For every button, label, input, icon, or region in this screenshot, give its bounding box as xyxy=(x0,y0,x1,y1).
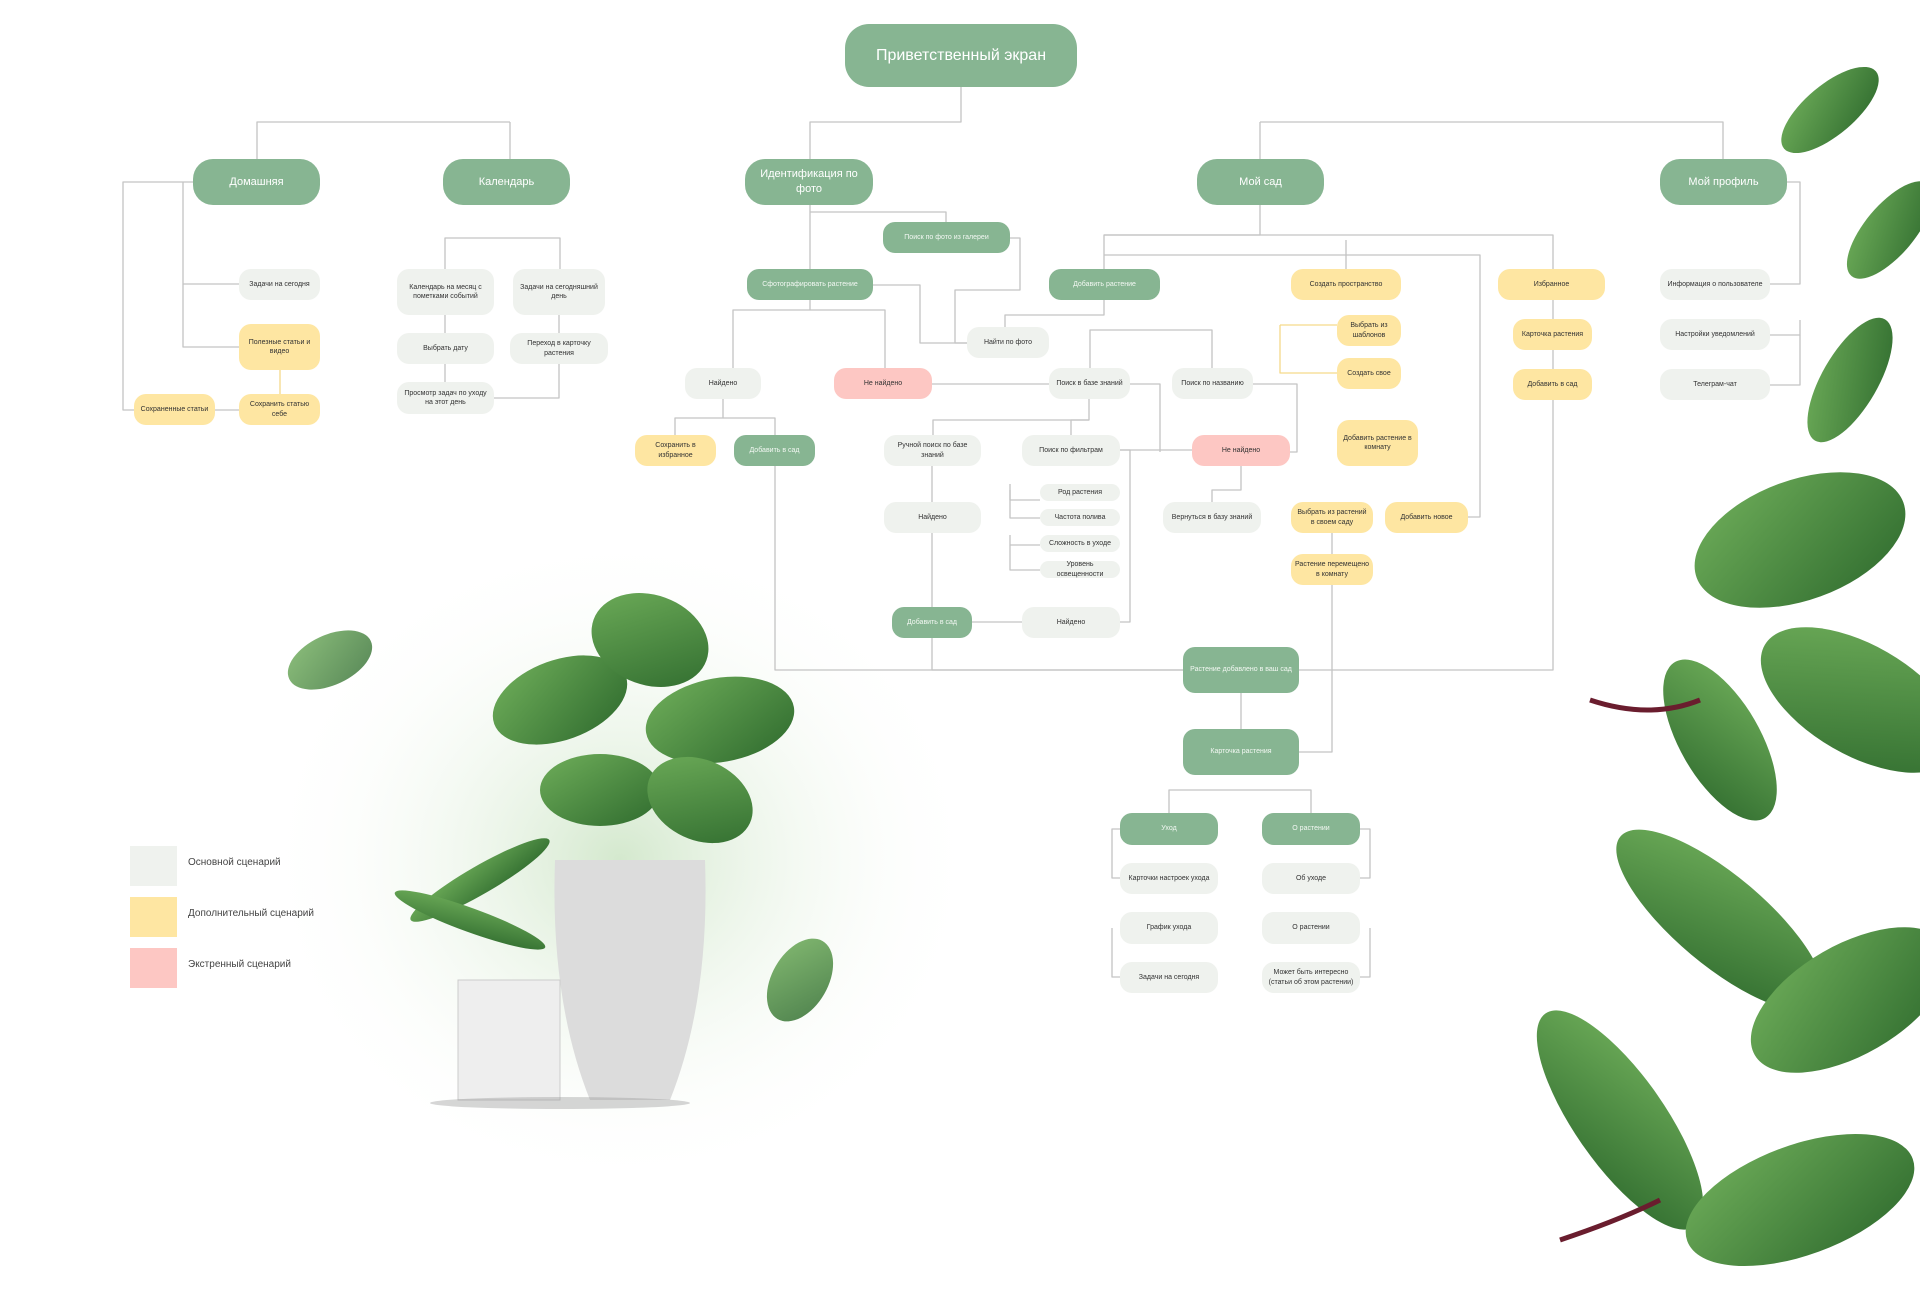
flow-node-care: Уход xyxy=(1120,813,1218,845)
flow-node-care-tasks: Задачи на сегодня xyxy=(1120,962,1218,993)
flow-node-id-gallery: Поиск по фото из галереи xyxy=(883,222,1010,253)
flow-node-cal-view: Просмотр задач по уходу на этот день xyxy=(397,382,494,414)
legend-label-emergency: Экстренный сценарий xyxy=(188,959,291,970)
flow-node-cal-goto: Переход в карточку растения xyxy=(510,333,608,364)
flow-node-about-more: Может быть интересно (статьи об этом рас… xyxy=(1262,962,1360,993)
flow-node-cal-today: Задачи на сегодняшний день xyxy=(513,269,605,315)
flow-node-g-found2: Найдено xyxy=(1022,607,1120,638)
flow-node-g-moved: Растение перемещено в комнату xyxy=(1291,554,1373,585)
ficus-branch-illustration xyxy=(1536,66,1920,1266)
legend-label-main: Основной сценарий xyxy=(188,857,281,868)
flow-node-id-fav: Сохранить в избранное xyxy=(635,435,716,466)
flow-node-id-photo: Сфотографировать растение xyxy=(747,269,873,300)
flow-node-g-favcard: Карточка растения xyxy=(1513,319,1592,350)
flow-node-g-f2: Частота полива xyxy=(1040,509,1120,526)
flow-node-home-tasks: Задачи на сегодня xyxy=(239,269,320,300)
flow-node-g-addgarden: Добавить в сад xyxy=(892,607,972,638)
flow-node-care-sched: График ухода xyxy=(1120,912,1218,944)
section-calendar: Календарь xyxy=(443,159,570,205)
flow-node-g-new: Добавить новое xyxy=(1385,502,1468,533)
flow-node-g-notfound: Не найдено xyxy=(1192,435,1290,466)
flow-node-home-articles: Полезные статьи и видео xyxy=(239,324,320,370)
flow-node-g-add: Добавить растение xyxy=(1049,269,1160,300)
flow-node-g-found1: Найдено xyxy=(884,502,981,533)
flow-node-g-favadd: Добавить в сад xyxy=(1513,369,1592,400)
flow-node-cal-month: Календарь на месяц с пометками событий xyxy=(397,269,494,315)
flow-node-id-add: Добавить в сад xyxy=(734,435,815,466)
flow-node-g-room: Добавить растение в комнату xyxy=(1337,420,1418,466)
flow-node-p-notif: Настройки уведомлений xyxy=(1660,319,1770,350)
flow-node-g-space: Создать пространство xyxy=(1291,269,1401,300)
flow-node-g-byname: Поиск по названию xyxy=(1172,368,1253,399)
flow-node-g-tpl: Выбрать из шаблонов xyxy=(1337,315,1401,346)
flow-node-added: Растение добавлено в ваш сад xyxy=(1183,647,1299,693)
flow-node-about-plant: О растении xyxy=(1262,912,1360,944)
flow-node-g-kb: Поиск в базе знаний xyxy=(1049,368,1130,399)
flow-node-id-notfound: Не найдено xyxy=(834,368,932,399)
flow-node-home-saved: Сохраненные статьи xyxy=(134,394,215,425)
section-identify: Идентификация по фото xyxy=(745,159,873,205)
flow-node-about-care: Об уходе xyxy=(1262,863,1360,894)
flow-node-p-tg: Телеграм-чат xyxy=(1660,369,1770,400)
flow-node-g-f1: Род растения xyxy=(1040,484,1120,501)
flow-node-home-save: Сохранить статью себе xyxy=(239,394,320,425)
flow-node-care-cards: Карточки настроек ухода xyxy=(1120,863,1218,894)
section-title: Приветственный экран xyxy=(845,24,1077,87)
flow-node-cal-pick: Выбрать дату xyxy=(397,333,494,364)
flow-node-g-own: Создать свое xyxy=(1337,358,1401,389)
legend-label-extra: Дополнительный сценарий xyxy=(188,908,314,919)
flow-node-g-fav: Избранное xyxy=(1498,269,1605,300)
flow-node-g-filters: Поиск по фильтрам xyxy=(1022,435,1120,466)
flow-node-g-byphoto: Найти по фото xyxy=(967,327,1049,358)
flow-node-g-manual: Ручной поиск по базе знаний xyxy=(884,435,981,466)
flow-node-g-f3: Сложность в уходе xyxy=(1040,535,1120,552)
flow-node-g-f4: Уровень освещенности xyxy=(1040,561,1120,578)
legend-swatch-main xyxy=(130,846,177,886)
flow-node-g-pick: Выбрать из растений в своем саду xyxy=(1291,502,1373,533)
flow-node-p-info: Информация о пользователе xyxy=(1660,269,1770,300)
legend-swatch-extra xyxy=(130,897,177,937)
flow-node-about: О растении xyxy=(1262,813,1360,845)
potted-plant-illustration xyxy=(287,592,834,1109)
flow-node-id-found: Найдено xyxy=(685,368,761,399)
section-garden: Мой сад xyxy=(1197,159,1324,205)
section-profile: Мой профиль xyxy=(1660,159,1787,205)
section-home: Домашняя xyxy=(193,159,320,205)
flow-node-card: Карточка растения xyxy=(1183,729,1299,775)
legend-swatch-emergency xyxy=(130,948,177,988)
flow-node-g-back: Вернуться в базу знаний xyxy=(1163,502,1261,533)
